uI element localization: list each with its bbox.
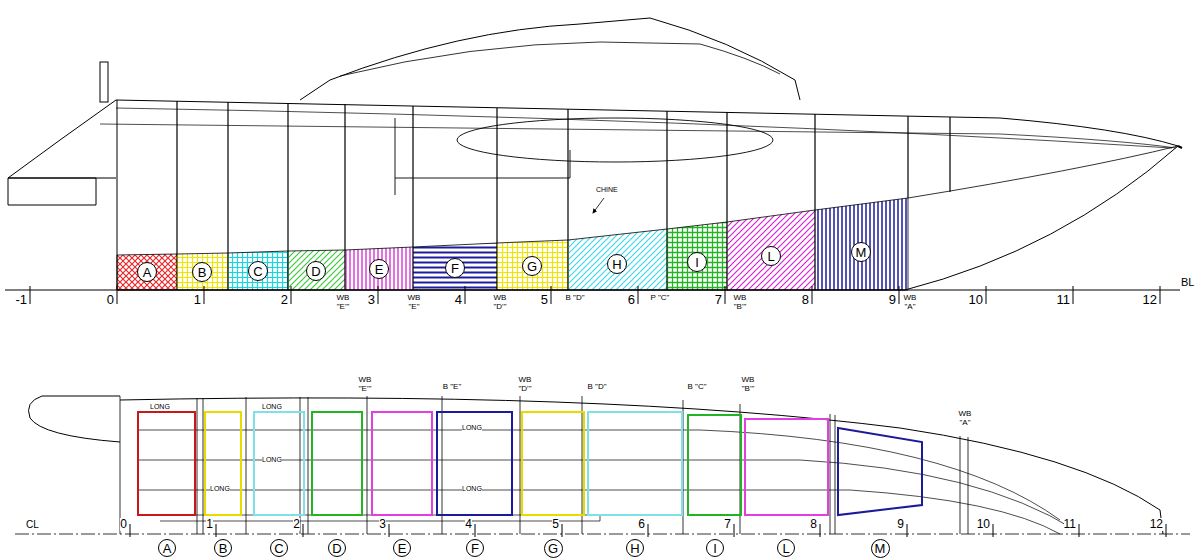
bulkhead-label: B "E" bbox=[443, 383, 462, 392]
bulkhead-label: B "D" bbox=[565, 294, 584, 303]
bulkhead-label: WB "D'" bbox=[494, 294, 507, 312]
tank-letter: H bbox=[630, 542, 639, 555]
tank-letter: A bbox=[163, 542, 172, 555]
frame-number: 12 bbox=[1150, 518, 1163, 531]
tank-letter-circle: M bbox=[851, 242, 871, 262]
frame-number: 4 bbox=[455, 293, 462, 307]
tank-letter-circle: A bbox=[158, 539, 176, 557]
longitudinal-label: LONG bbox=[262, 403, 282, 411]
tank-letter: L bbox=[782, 542, 789, 555]
tank-letter: F bbox=[451, 262, 459, 275]
frame-number: 11 bbox=[1064, 518, 1076, 531]
frame-number: 1 bbox=[194, 293, 201, 307]
tank-letter-circle: E bbox=[393, 539, 411, 557]
frame-number: 0 bbox=[120, 518, 127, 531]
bulkhead-label: P "C" bbox=[651, 294, 670, 303]
tank-letter: I bbox=[695, 256, 699, 269]
tank-letter-circle: C bbox=[270, 539, 288, 557]
centerline-label: CL bbox=[26, 519, 39, 530]
tank-letter: E bbox=[398, 542, 407, 555]
tank-letter-circle: M bbox=[871, 539, 890, 558]
tank-letter: C bbox=[253, 265, 262, 278]
frame-number: 9 bbox=[889, 293, 896, 307]
tank-letter-circle: L bbox=[761, 246, 781, 266]
bulkhead-label: WB "E'" bbox=[359, 376, 372, 394]
tank-letter: B bbox=[219, 542, 228, 555]
frame-number: 2 bbox=[281, 293, 288, 307]
tank-letter-circle: G bbox=[544, 539, 563, 558]
tank-letter: C bbox=[274, 542, 283, 555]
frame-number: 2 bbox=[293, 518, 300, 531]
bulkhead-label: B "C" bbox=[687, 383, 706, 392]
bulkhead-label: WB "E'" bbox=[337, 294, 350, 312]
tank-letter-circle: F bbox=[445, 258, 465, 278]
frame-number: 3 bbox=[368, 293, 375, 307]
tank-letter: A bbox=[143, 266, 152, 279]
tank-letter-circle: I bbox=[706, 539, 724, 557]
baseline-label: BL bbox=[1181, 276, 1194, 288]
frame-number: 10 bbox=[977, 518, 990, 531]
bulkhead-label: WB "B'" bbox=[734, 294, 747, 312]
frame-number: 3 bbox=[379, 518, 386, 531]
frame-number: 7 bbox=[715, 293, 722, 307]
tank-letter-circle: B bbox=[192, 262, 212, 282]
bulkhead-label: WB "A" bbox=[904, 294, 917, 312]
frame-number: 6 bbox=[628, 293, 635, 307]
frame-number: 5 bbox=[552, 518, 559, 531]
tank-letter: D bbox=[332, 542, 341, 555]
tank-letter: L bbox=[767, 250, 774, 263]
chine-label: CHINE bbox=[596, 186, 618, 194]
frame-number: 7 bbox=[724, 518, 731, 531]
frame-number: 5 bbox=[541, 293, 548, 307]
tank-letter: M bbox=[875, 542, 886, 555]
tank-letter: G bbox=[548, 542, 558, 555]
frame-number: 4 bbox=[465, 518, 472, 531]
tank-letter-circle: B bbox=[214, 539, 232, 557]
tank-letter: D bbox=[311, 265, 320, 278]
bulkhead-label: WB "B'" bbox=[742, 376, 755, 394]
longitudinal-label: LONG bbox=[462, 424, 482, 432]
tank-letter-circle: C bbox=[248, 261, 268, 281]
tank-letter-circle: I bbox=[687, 252, 707, 272]
frame-number: 8 bbox=[810, 518, 817, 531]
tank-letter-circle: A bbox=[137, 262, 157, 282]
tank-letter: B bbox=[198, 266, 207, 279]
bulkhead-label: WB "A" bbox=[959, 410, 972, 428]
tank-letter: H bbox=[612, 258, 621, 271]
tank-letter-circle: E bbox=[369, 259, 389, 279]
frame-number: 0 bbox=[107, 293, 114, 307]
longitudinal-label: LONG bbox=[262, 456, 282, 464]
tank-letter-circle: G bbox=[522, 256, 542, 276]
tank-letter-circle: H bbox=[607, 254, 627, 274]
bulkhead-label: WB "D'" bbox=[519, 376, 532, 394]
tank-letter-circle: F bbox=[466, 539, 484, 557]
longitudinal-label: LONG bbox=[150, 403, 170, 411]
tank-letter-circle: D bbox=[328, 539, 346, 557]
frame-number: 10 bbox=[969, 293, 983, 307]
frame-number: 12 bbox=[1143, 293, 1157, 307]
frame-number: 11 bbox=[1057, 293, 1071, 307]
frame-number: 9 bbox=[897, 518, 904, 531]
bulkhead-label: B "D" bbox=[587, 383, 606, 392]
tank-letter-circle: H bbox=[626, 539, 644, 557]
tank-letter: F bbox=[471, 542, 479, 555]
longitudinal-label: LONG bbox=[210, 485, 230, 493]
bulkhead-label: WB "E" bbox=[408, 294, 421, 312]
tank-letter-circle: L bbox=[777, 539, 795, 557]
frame-number: 6 bbox=[638, 518, 645, 531]
tank-letter: M bbox=[856, 246, 867, 259]
frame-number: 8 bbox=[802, 293, 809, 307]
tank-letter: I bbox=[713, 542, 717, 555]
longitudinal-label: LONG bbox=[462, 485, 482, 493]
tank-letter: G bbox=[527, 260, 537, 273]
frame-number: -1 bbox=[15, 293, 27, 307]
tank-letter: E bbox=[375, 263, 384, 276]
frame-number: 1 bbox=[206, 518, 213, 531]
tank-letter-circle: D bbox=[306, 261, 326, 281]
